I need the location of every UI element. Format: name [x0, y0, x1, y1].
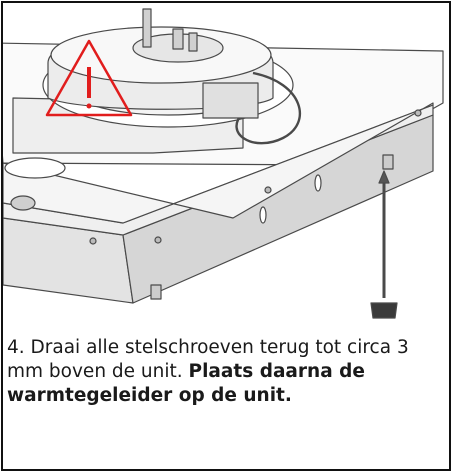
- cable: [235, 71, 301, 145]
- fan-pin-1: [142, 8, 152, 48]
- foot-1: [150, 284, 162, 300]
- instruction-panel: 4. Draai alle stelschroeven terug tot ci…: [1, 1, 451, 471]
- step-number: 4.: [7, 337, 25, 358]
- step-text-bold: Plaats daarna de warmtegeleider op de un…: [7, 361, 365, 406]
- fan-pin-2: [172, 28, 184, 50]
- illustration-unit: [3, 8, 444, 319]
- instruction-text: 4. Draai alle stelschroeven terug tot ci…: [7, 336, 443, 408]
- screwdriver-tip: [378, 170, 390, 184]
- edge-screw-1: [89, 237, 97, 245]
- screw-left: [10, 195, 36, 211]
- warning-triangle: [45, 39, 133, 117]
- screwdriver-handle: [370, 302, 398, 319]
- foot-2: [382, 154, 394, 170]
- edge-screw-3: [264, 186, 272, 194]
- lower-plate: [3, 102, 434, 224]
- fan-pin-3: [188, 32, 198, 52]
- step-text: Draai alle stelschroeven terug tot circa…: [7, 337, 409, 382]
- edge-screw-4: [414, 109, 422, 117]
- edge-screw-2: [154, 236, 162, 244]
- hole-2: [314, 174, 322, 192]
- hole-1: [259, 206, 267, 224]
- plate-hole: [4, 157, 66, 179]
- side-box: [202, 82, 259, 119]
